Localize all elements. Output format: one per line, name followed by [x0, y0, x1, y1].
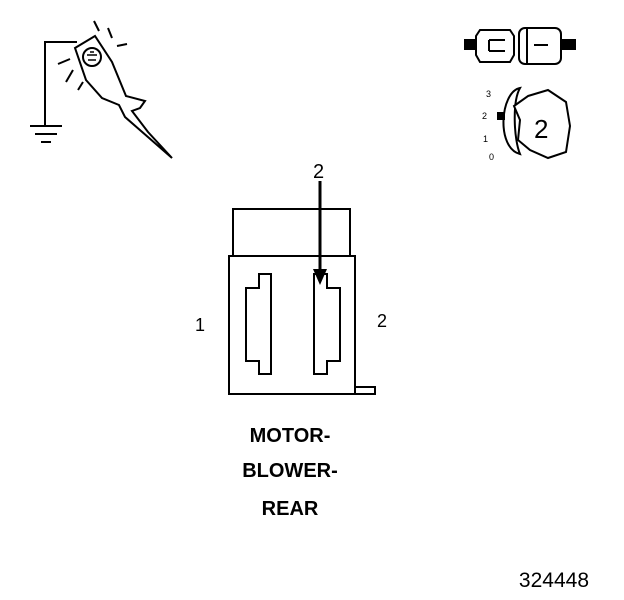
connector-locking-nub — [354, 386, 376, 395]
knob-pointer-icon — [497, 112, 505, 120]
terminal-cavity-1 — [245, 273, 272, 375]
connector-terminal-icon — [464, 27, 576, 65]
knob-scale-1: 1 — [483, 134, 488, 144]
figure-number: 324448 — [519, 569, 589, 592]
callout-terminal-2: 2 — [313, 161, 324, 183]
knob-setting-value: 2 — [534, 114, 548, 144]
probe-arrow — [313, 181, 327, 285]
title-line-3: REAR — [262, 498, 319, 520]
title-line-2: BLOWER- — [242, 460, 338, 482]
pin-label-1: 1 — [195, 315, 205, 335]
terminal-cavity-2 — [313, 273, 341, 375]
title-line-1: MOTOR- — [250, 425, 331, 447]
pin-label-2: 2 — [377, 311, 387, 331]
knob-scale-0: 0 — [489, 152, 494, 162]
knob-scale-2: 2 — [482, 111, 487, 121]
connector-latch-tab — [232, 208, 351, 257]
component-title: MOTOR- BLOWER- REAR — [242, 425, 338, 520]
meter-selector-knob-icon: 3 2 1 0 2 — [482, 86, 572, 162]
knob-scale-3: 3 — [486, 89, 491, 99]
test-light-probe-icon — [30, 20, 173, 159]
blower-motor-connector — [228, 208, 376, 395]
